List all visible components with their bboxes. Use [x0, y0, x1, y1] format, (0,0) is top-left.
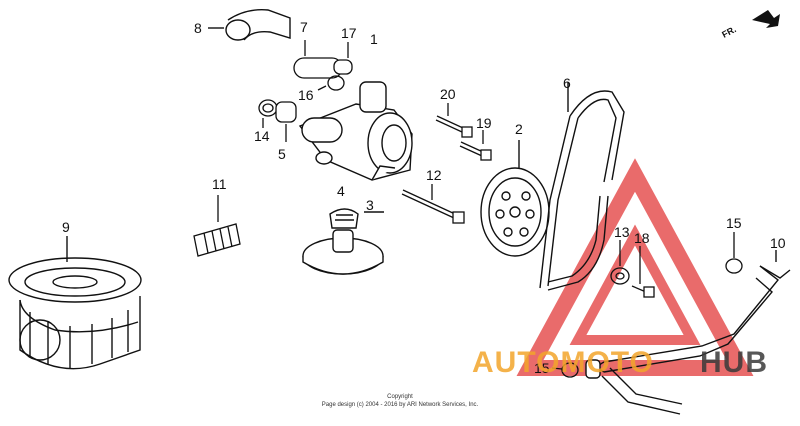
- oil-pump-part: [298, 81, 413, 181]
- collar-5-part: [275, 101, 297, 142]
- pin-17-part: [333, 42, 353, 75]
- part-label-15-lower: 15: [534, 360, 550, 376]
- bolt-19-part: [459, 130, 492, 161]
- o-ring-16-part: [317, 75, 345, 91]
- part-label-1: 1: [370, 31, 378, 47]
- bolt-18-part: [631, 246, 655, 298]
- part-label-6: 6: [563, 75, 571, 91]
- part-label-20: 20: [440, 86, 456, 102]
- bolt-20-part: [435, 103, 473, 138]
- part-label-14: 14: [254, 128, 270, 144]
- bolt-12-part: [401, 184, 465, 224]
- part-label-19: 19: [476, 115, 492, 131]
- part-label-17: 17: [341, 25, 357, 41]
- part-label-12: 12: [426, 167, 442, 183]
- part-label-8: 8: [194, 20, 202, 36]
- pipe-10-part: [585, 250, 791, 415]
- watermark-logo: [516, 158, 754, 376]
- o-ring-14-part: [258, 99, 278, 128]
- bolt-11-part: [193, 195, 241, 257]
- oil-filter-part: [8, 236, 142, 370]
- strainer-3-part: [302, 208, 384, 275]
- front-direction-arrow: FR.: [720, 10, 780, 40]
- part-label-11: 11: [212, 176, 227, 192]
- copyright-block: Copyright Page design (c) 2004 - 2016 by…: [322, 394, 479, 408]
- part-label-7: 7: [300, 19, 308, 35]
- hose-8-part: [208, 9, 291, 41]
- part-label-3: 3: [366, 197, 374, 213]
- watermark-text-red: AUTOMOTO: [472, 346, 654, 379]
- part-label-5: 5: [278, 146, 286, 162]
- o-ring-15b-part: [551, 362, 579, 378]
- tube-7-part: [293, 40, 343, 79]
- copyright-line-1: Copyright: [387, 394, 413, 400]
- front-direction-label: FR.: [720, 24, 737, 40]
- part-label-15-upper: 15: [726, 215, 742, 231]
- washer-13-part: [610, 240, 630, 285]
- watermark-text: AUTOMOTO HUB: [472, 346, 768, 379]
- chain-6-part: [539, 82, 625, 291]
- part-label-4: 4: [337, 183, 345, 199]
- part-label-18: 18: [634, 230, 650, 246]
- o-ring-15a-part: [725, 232, 743, 274]
- watermark-text-dark: HUB: [700, 346, 768, 379]
- part-label-10: 10: [770, 235, 786, 251]
- part-label-2: 2: [515, 121, 523, 137]
- part-label-13: 13: [614, 224, 630, 240]
- copyright-line-2: Page design (c) 2004 - 2016 by ARI Netwo…: [322, 402, 479, 408]
- part-label-9: 9: [62, 219, 70, 235]
- part-label-16: 16: [298, 87, 314, 103]
- part-number-labels: 1 2 3 4 5 6 7 8 9 10 11 12 13 14 15 15 1…: [62, 19, 786, 376]
- sprocket-2-part: [480, 140, 550, 257]
